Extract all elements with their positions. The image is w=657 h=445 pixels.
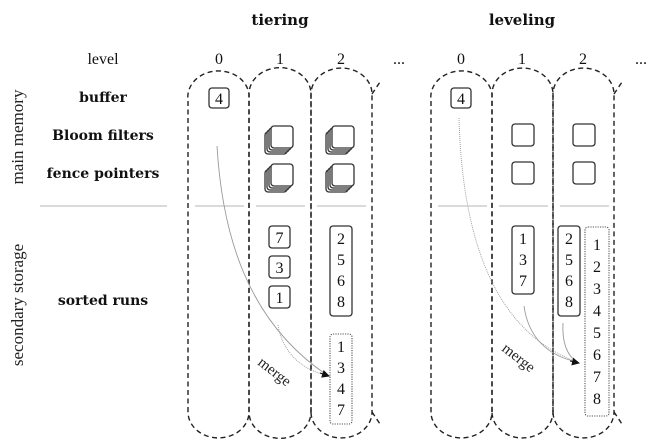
leveling-level-ellipsis: ... — [635, 51, 647, 68]
leveling-level-0: 0 — [457, 51, 465, 68]
fence-pointers-label: fence pointers — [47, 166, 160, 182]
run-value: 2 — [337, 231, 345, 248]
tiering-buffer-value: 4 — [215, 91, 223, 108]
tiering-merged-run — [329, 333, 353, 425]
run-value: 7 — [276, 230, 284, 247]
buffer-label: buffer — [79, 90, 127, 106]
run-value: 1 — [593, 237, 601, 254]
run-value: 6 — [593, 347, 601, 364]
leveling-level1-merge-arc — [523, 305, 578, 363]
run-value: 8 — [337, 294, 345, 311]
leveling-level-2: 2 — [579, 51, 587, 68]
run-value: 3 — [337, 360, 345, 377]
run-value: 3 — [593, 281, 601, 298]
leveling-level2-fence-pointers-icon — [572, 161, 596, 185]
run-value: 7 — [337, 402, 345, 419]
level-label: level — [87, 51, 119, 68]
tiering-level2-fence-pointers-icon — [325, 163, 355, 193]
run-value: 8 — [565, 294, 573, 311]
tiering-merge-arrowhead — [319, 369, 330, 378]
leveling-buffer-entry — [450, 87, 472, 109]
leveling-buffer-merge-arc — [458, 117, 578, 363]
tiering-level-0: 0 — [215, 51, 223, 68]
tiering-level1-run — [268, 225, 291, 249]
leveling-level-0-column — [430, 70, 493, 439]
sorted-runs-label: sorted runs — [58, 293, 148, 309]
tiering-level1-fence-pointers-icon — [264, 163, 294, 193]
leveling-level-2-column — [552, 67, 615, 439]
run-value: 1 — [276, 290, 284, 307]
run-value: 7 — [593, 369, 601, 386]
leveling-level2-merge-arc — [562, 322, 578, 363]
leveling-level1-bloom-filter-icon — [511, 123, 535, 147]
run-value: 2 — [565, 231, 573, 248]
tiering-level1-merge-arc — [277, 324, 328, 376]
tiering-buffer-entry — [208, 87, 230, 109]
run-value: 4 — [593, 303, 601, 320]
secondary-storage-label: secondary storage — [8, 244, 27, 366]
leveling-title: leveling — [489, 11, 556, 29]
run-value: 5 — [593, 325, 601, 342]
tiering-level-2: 2 — [337, 51, 345, 68]
run-value: 3 — [276, 260, 284, 277]
leveling-level1-fence-pointers-icon — [511, 161, 535, 185]
tiering-title: tiering — [251, 11, 309, 29]
leveling-merge-arrowhead — [569, 357, 580, 366]
run-value: 3 — [519, 252, 527, 269]
tiering-level2-run — [329, 225, 353, 317]
run-value: 1 — [519, 231, 527, 248]
bloom-filters-label: Bloom filters — [52, 128, 154, 144]
tiering-merge-label: merge — [255, 355, 294, 391]
tiering-level2-bloom-filters-icon — [325, 125, 355, 155]
run-value: 5 — [337, 252, 345, 269]
leveling-level-1: 1 — [518, 51, 526, 68]
tiering-level-2-column — [310, 67, 373, 439]
leveling-level1-run — [511, 225, 535, 295]
leveling-merge-label: merge — [499, 341, 538, 377]
run-value: 6 — [337, 273, 345, 290]
run-value: 2 — [593, 259, 601, 276]
run-value: 6 — [565, 273, 573, 290]
leveling-level2-run — [557, 225, 581, 317]
run-value: 1 — [337, 339, 345, 356]
run-value: 4 — [337, 381, 345, 398]
main-memory-label: main memory — [8, 89, 27, 184]
run-value: 5 — [565, 252, 573, 269]
tiering-level1-run — [268, 255, 291, 279]
run-value: 8 — [593, 391, 601, 408]
leveling-level2-bloom-filter-icon — [572, 123, 596, 147]
tiering-level-1: 1 — [276, 51, 284, 68]
leveling-next-level-stub — [613, 81, 623, 425]
tiering-level-ellipsis: ... — [393, 51, 405, 68]
leveling-level-1-column — [491, 67, 554, 439]
tiering-buffer-merge-arc — [216, 145, 328, 376]
tiering-level1-bloom-filters-icon — [264, 125, 294, 155]
tiering-level-0-column — [187, 70, 250, 439]
run-value: 7 — [519, 273, 527, 290]
tiering-level1-run — [268, 285, 291, 309]
tiering-next-level-stub — [371, 81, 381, 425]
tiering-level-1-column — [248, 67, 312, 439]
leveling-merged-run — [584, 226, 610, 417]
leveling-buffer-value: 4 — [457, 91, 465, 108]
